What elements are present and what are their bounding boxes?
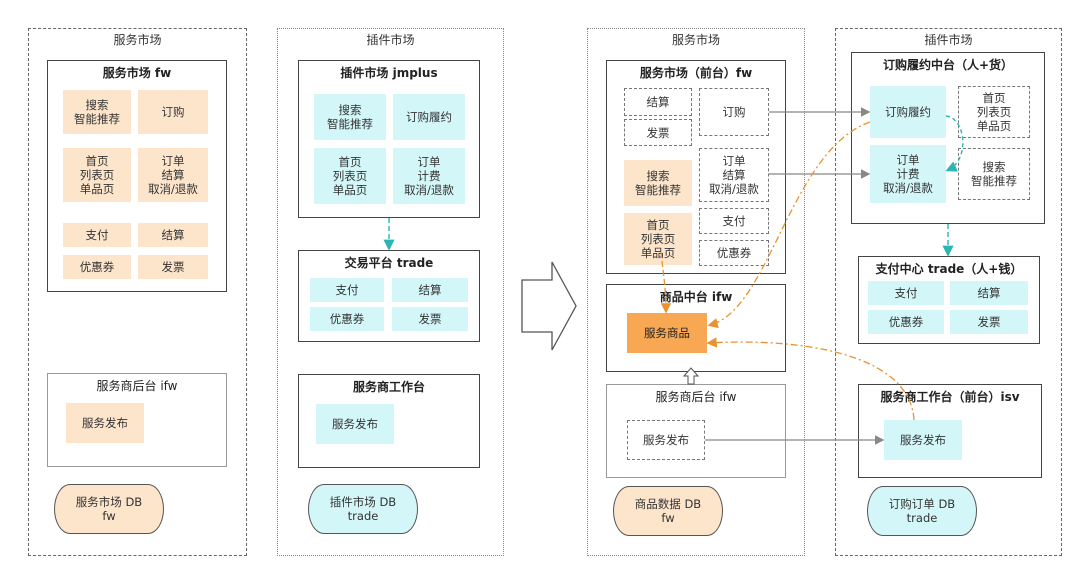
panel-title: 服务商工作台（前台）isv [880, 390, 1020, 404]
zone-title: 插件市场 [366, 33, 415, 47]
transform-arrow-icon [521, 261, 577, 351]
box-settle: 结算 [392, 278, 468, 302]
database-product-data: 商品数据 DB fw [613, 486, 723, 536]
panel-title: 服务商后台 ifw [96, 379, 178, 393]
box-pages: 首页 列表页 单品页 [63, 148, 131, 202]
box-pages: 首页 列表页 单品页 [624, 213, 692, 265]
panel-title: 服务市场 fw [102, 66, 172, 80]
zone-title: 插件市场 [924, 33, 973, 47]
zone-plugin-market-before: 插件市场 [277, 28, 504, 556]
box-search: 搜索 智能推荐 [63, 90, 131, 134]
box-publish: 服务发布 [884, 420, 962, 460]
box-invoice: 发票 [138, 255, 208, 279]
panel-provider-backend-ifw: 服务商后台 ifw [47, 373, 227, 467]
panel-title: 服务市场（前台）fw [639, 66, 753, 80]
box-settle: 结算 [138, 223, 208, 247]
box-service-product: 服务商品 [627, 313, 707, 353]
box-search: 搜索 智能推荐 [624, 160, 692, 206]
panel-title: 服务商后台 ifw [655, 390, 737, 404]
panel-title: 插件市场 jmplus [340, 66, 438, 80]
zone-title: 服务市场 [671, 33, 720, 47]
box-pay: 支付 [868, 281, 944, 305]
panel-title: 支付中心 trade（人+钱） [875, 262, 1023, 276]
box-invoice: 发票 [950, 310, 1028, 334]
box-order-billing: 订单 计费 取消/退款 [870, 145, 946, 203]
box-order-detail: 订单 结算 取消/退款 [699, 148, 769, 202]
box-settle: 结算 [624, 88, 692, 116]
box-publish: 服务发布 [627, 420, 705, 460]
database-subscription-order: 订购订单 DB trade [867, 486, 977, 536]
box-pay: 支付 [310, 278, 384, 302]
box-pay: 支付 [63, 223, 131, 247]
box-search: 搜索 智能推荐 [314, 94, 386, 140]
box-order-detail: 订单 结算 取消/退款 [138, 148, 208, 202]
box-publish: 服务发布 [316, 404, 394, 444]
zone-service-market-before: 服务市场 [28, 28, 247, 556]
panel-title: 商品中台 ifw [659, 290, 733, 304]
box-invoice: 发票 [624, 119, 692, 146]
box-order-billing: 订单 计费 取消/退款 [393, 148, 465, 204]
box-subscribe: 订购履约 [870, 86, 946, 138]
box-publish: 服务发布 [66, 403, 144, 443]
database-service-market: 服务市场 DB fw [54, 484, 164, 534]
box-order: 订购 [138, 90, 208, 134]
box-search: 搜索 智能推荐 [958, 148, 1030, 200]
box-order: 订购 [699, 88, 769, 136]
box-coupon: 优惠券 [63, 255, 131, 279]
box-pages: 首页 列表页 单品页 [958, 86, 1030, 138]
box-subscribe: 订购履约 [393, 94, 465, 140]
box-pages: 首页 列表页 单品页 [314, 148, 386, 204]
box-coupon: 优惠券 [868, 310, 944, 334]
panel-title: 服务商工作台 [352, 380, 425, 394]
panel-title: 交易平台 trade [344, 256, 434, 270]
box-invoice: 发票 [392, 307, 468, 331]
box-coupon: 优惠券 [699, 240, 769, 266]
box-coupon: 优惠券 [310, 307, 384, 331]
database-plugin-market: 插件市场 DB trade [308, 484, 418, 534]
panel-title: 订购履约中台（人+货） [882, 58, 1014, 72]
zone-title: 服务市场 [113, 33, 162, 47]
box-pay: 支付 [699, 208, 769, 234]
box-settle: 结算 [950, 281, 1028, 305]
